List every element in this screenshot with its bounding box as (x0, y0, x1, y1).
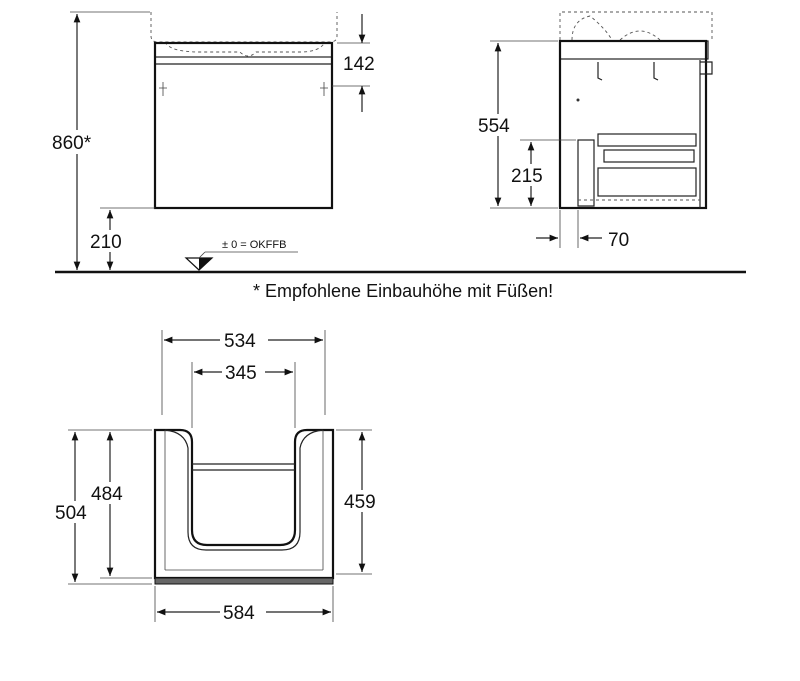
plan-base-strip (154, 577, 334, 585)
floor-ref-label: ± 0 = OKFFB (222, 239, 286, 251)
side-top-plate (559, 40, 709, 60)
cabinet-body (153, 41, 334, 210)
plan-inner-line (164, 429, 324, 551)
front-view: 860* 142 210 ± 0 = OKFFB (46, 11, 375, 271)
side-hanger-1 (597, 62, 603, 81)
drawer-lower (597, 167, 697, 197)
dim-554-label: 554 (478, 116, 510, 137)
fixing-right (320, 82, 328, 96)
side-basin-outline (559, 11, 713, 41)
side-hanger-2 (653, 62, 659, 81)
plan-view: 534 345 504 484 459 584 (52, 330, 386, 624)
side-view: 554 215 70 (474, 11, 713, 251)
drawer-upper (597, 133, 697, 147)
side-bracket (700, 61, 713, 75)
basin-bowl (164, 41, 326, 57)
dim-504-label: 504 (55, 503, 87, 524)
plan-outline (153, 428, 335, 580)
fixing-left (159, 82, 167, 96)
dim-584-label: 584 (223, 603, 255, 624)
dim-215-label: 215 (511, 166, 543, 187)
dim-210-label: 210 (90, 232, 122, 253)
side-basin-bowl (619, 30, 661, 41)
dim-860-label: 860* (52, 133, 92, 154)
dim-484-label: 484 (91, 484, 123, 505)
dim-459-label: 459 (344, 492, 376, 513)
basin-outline (150, 12, 338, 43)
drawer-middle (603, 149, 695, 163)
top-plate (154, 42, 333, 58)
dim-70-label: 70 (608, 230, 629, 251)
floor-ref-triangle-fill (199, 258, 212, 270)
footnote: * Empfohlene Einbauhöhe mit Füßen! (253, 281, 553, 301)
dim-534-label: 534 (224, 331, 256, 352)
dim-142-label: 142 (343, 54, 375, 75)
dim-345-label: 345 (225, 363, 257, 384)
drawer-front (577, 139, 595, 207)
side-cabinet-body (558, 39, 708, 210)
